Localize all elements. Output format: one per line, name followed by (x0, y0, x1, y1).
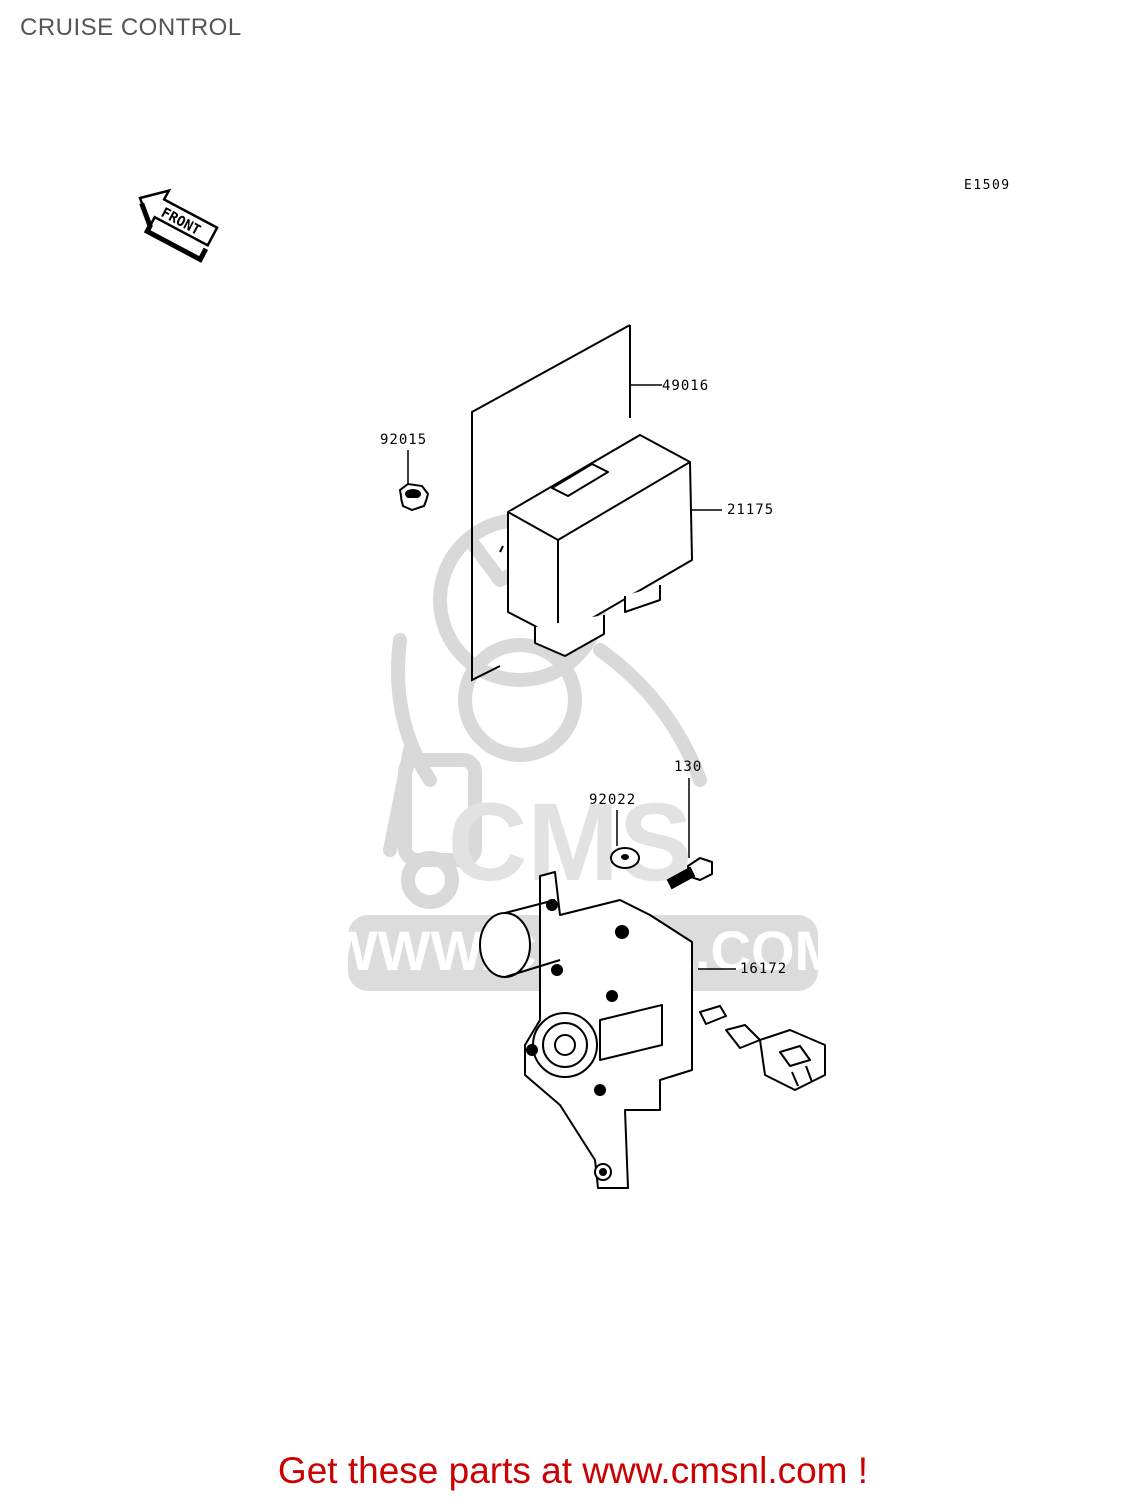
part-16172-actuator (479, 871, 826, 1189)
leader-lines (407, 384, 736, 970)
part-number-21175: 21175 (727, 502, 774, 518)
diagram-code: E1509 (964, 178, 1011, 193)
promo-link[interactable]: Get these parts at www.cmsnl.com ! (277, 1450, 869, 1491)
watermark-cms-text: CMS (448, 781, 692, 904)
part-number-130: 130 (674, 759, 702, 775)
part-21175-control-unit (499, 434, 693, 657)
part-number-92015: 92015 (380, 432, 427, 448)
part-92022-washer-icon (610, 847, 640, 869)
front-arrow-icon: FRONT (138, 188, 219, 263)
part-92015-nut-icon (398, 482, 430, 512)
part-130-bolt-icon (666, 856, 713, 890)
part-number-49016: 49016 (662, 378, 709, 394)
part-49016-label-sheet (471, 324, 631, 682)
part-number-92022: 92022 (589, 792, 636, 808)
part-number-16172: 16172 (740, 961, 787, 977)
page-title: CRUISE CONTROL (20, 14, 242, 41)
